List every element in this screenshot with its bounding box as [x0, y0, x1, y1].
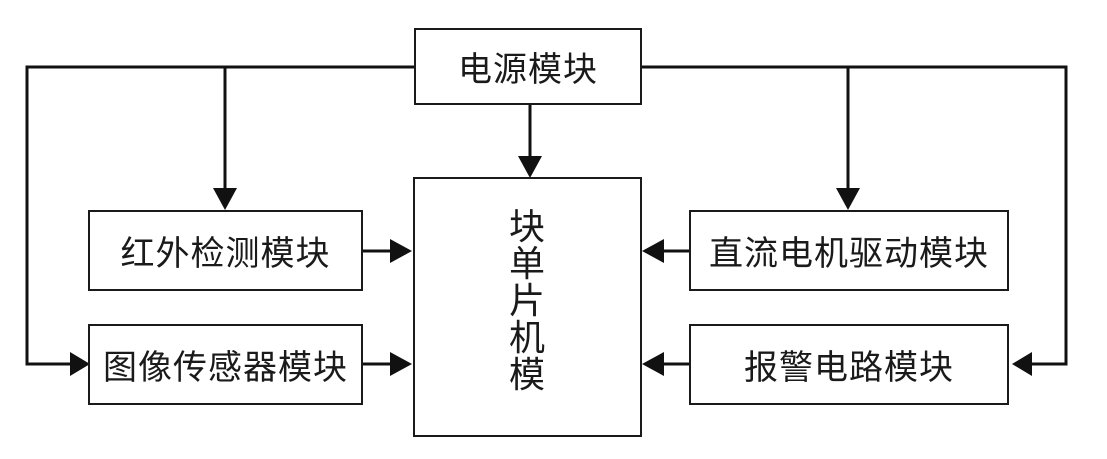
dc-motor-driver-box: 直流电机驱动模块 [689, 210, 1009, 291]
alarm-circuit-box: 报警电路模块 [689, 324, 1009, 405]
arrowhead-power-dcmotor [836, 188, 860, 210]
mcu-char: 片 [508, 281, 546, 322]
power-module-label: 电源模块 [458, 50, 598, 90]
alarm-circuit-label: 报警电路模块 [744, 348, 954, 388]
image-sensor-label: 图像传感器模块 [103, 348, 348, 388]
image-sensor-box: 图像传感器模块 [88, 324, 363, 405]
mcu-char: 模 [508, 355, 546, 396]
mcu-char: 块 [508, 207, 546, 248]
power-module-box: 电源模块 [414, 28, 642, 105]
arrowhead-power-image [70, 352, 90, 376]
arrowhead-alarm-mcu [642, 352, 664, 376]
mcu-char: 单 [508, 244, 546, 285]
ir-detection-box: 红外检测模块 [88, 210, 363, 291]
power-line-right [641, 65, 1068, 366]
dc-motor-driver-label: 直流电机驱动模块 [709, 234, 989, 274]
arrowhead-ir-mcu [390, 239, 412, 263]
power-line-left [25, 65, 415, 366]
mcu-char: 机 [508, 318, 546, 359]
arrowhead-dcmotor-mcu [642, 239, 664, 263]
arrowhead-power-ir [213, 188, 237, 210]
ir-detection-label: 红外检测模块 [120, 234, 331, 274]
arrowhead-image-mcu [390, 352, 412, 376]
mcu-module-box: 块 单 片 机 模 [413, 177, 642, 437]
arrowhead-power-alarm [1012, 352, 1032, 376]
arrowhead-power-mcu [518, 156, 542, 178]
